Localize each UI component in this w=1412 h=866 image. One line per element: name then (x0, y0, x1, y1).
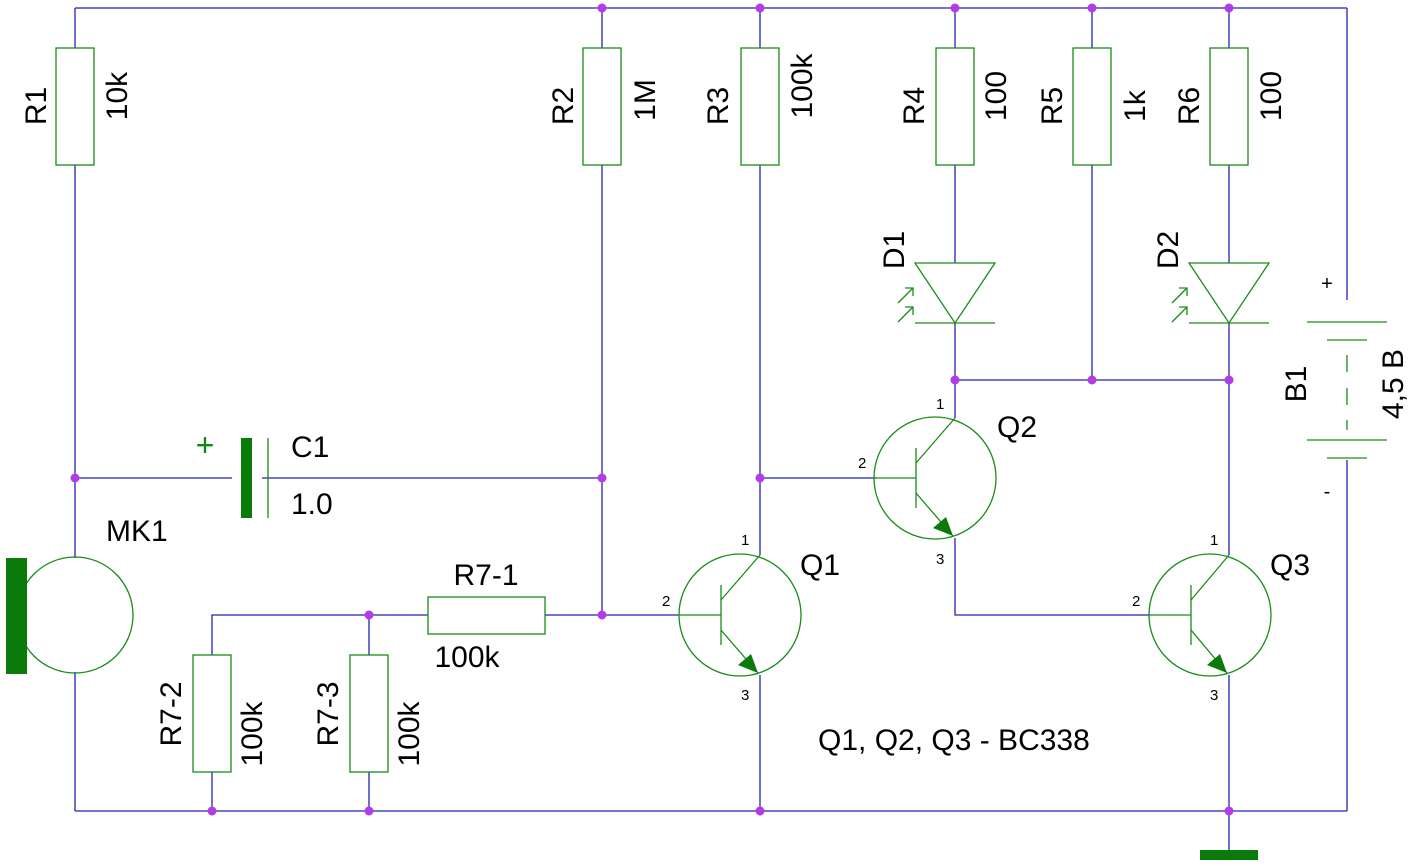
junction-dot (1087, 375, 1097, 385)
r1-ref: R1 (20, 87, 53, 125)
junction-dot (364, 806, 374, 816)
junction-dot (755, 473, 765, 483)
d2-light-arrows-icon (1171, 287, 1188, 323)
wire-r7-top (211, 614, 428, 655)
led-d2: D2 (1152, 231, 1271, 325)
transistor-q1: 1 2 3 Q1 (662, 532, 840, 704)
q3-ref: Q3 (1270, 549, 1310, 582)
q2-pin-2: 2 (858, 455, 866, 472)
q3-pin-1: 1 (1210, 532, 1218, 549)
junction-dot (950, 3, 960, 13)
r7-3-value: 100k (393, 700, 426, 766)
junction-dot (597, 473, 607, 483)
r4-value: 100 (980, 71, 1013, 121)
r7-3-ref: R7-3 (312, 681, 345, 746)
resistor-r4: R4 100 (898, 47, 1013, 166)
c1-ref: C1 (291, 431, 329, 464)
q1-pin-3: 3 (741, 687, 749, 704)
capacitor-c1: + C1 1.0 (196, 427, 333, 521)
junction-dot (597, 3, 607, 13)
junction-dot (1224, 375, 1234, 385)
junction-dot (755, 806, 765, 816)
junction-dot (1224, 3, 1234, 13)
r2-value: 1M (629, 79, 662, 121)
r4-ref: R4 (898, 87, 931, 125)
b1-ref: B1 (1280, 366, 1313, 403)
b1-plus-sign: + (1321, 273, 1333, 295)
r5-value: 1k (1119, 89, 1152, 122)
resistor-r3: R3 100k (702, 47, 819, 166)
r7-1-ref: R7-1 (453, 559, 518, 592)
resistor-r1: R1 10k (20, 47, 134, 166)
r6-value: 100 (1255, 71, 1288, 121)
resistor-r6: R6 100 (1173, 47, 1288, 166)
b1-value: 4,5 В (1377, 349, 1410, 419)
microphone-mk1: MK1 (6, 515, 168, 674)
resistor-r7-1: R7-1 100k (427, 559, 546, 674)
junction-dot (950, 375, 960, 385)
junction-dot (70, 473, 80, 483)
wire-q2-emitter (954, 538, 1150, 616)
c1-plus-sign: + (196, 427, 215, 463)
battery-b1: + - B1 4,5 В (1280, 273, 1410, 503)
transistor-note: Q1, Q2, Q3 - BC338 (818, 724, 1090, 757)
r5-ref: R5 (1036, 87, 1069, 125)
q1-emitter-arrow-icon (738, 654, 758, 673)
q2-ref: Q2 (997, 411, 1037, 444)
ground-symbol-icon (1200, 850, 1258, 860)
junction-dot (597, 610, 607, 620)
resistor-r7-3: R7-3 100k (312, 654, 426, 773)
junction-dot (364, 610, 374, 620)
r3-ref: R3 (702, 87, 735, 125)
q1-pin-1: 1 (741, 532, 749, 549)
mk1-ref: MK1 (106, 515, 168, 548)
q2-pin-3: 3 (936, 551, 944, 568)
q3-pin-2: 2 (1132, 593, 1140, 610)
q2-emitter-arrow-icon (933, 517, 953, 536)
r7-1-value: 100k (434, 641, 500, 674)
junction-dot (755, 3, 765, 13)
r7-2-ref: R7-2 (155, 681, 188, 746)
d1-light-arrows-icon (897, 287, 914, 323)
c1-value: 1.0 (291, 488, 333, 521)
transistor-q3: 1 2 3 Q3 (1132, 532, 1310, 704)
q2-pin-1: 1 (936, 396, 944, 413)
junction-dot (1224, 806, 1234, 816)
junction-dot (207, 806, 217, 816)
resistor-r7-2: R7-2 100k (155, 654, 269, 773)
resistor-r2: R2 1M (547, 47, 662, 166)
r3-value: 100k (786, 52, 819, 118)
b1-minus-sign: - (1324, 481, 1331, 503)
r7-2-value: 100k (236, 700, 269, 766)
q1-ref: Q1 (800, 549, 840, 582)
q1-pin-2: 2 (662, 593, 670, 610)
junction-dots (70, 3, 1234, 816)
transistor-q2: 1 2 3 Q2 (858, 396, 1037, 568)
d2-ref: D2 (1152, 231, 1185, 269)
led-d1: D1 (878, 231, 997, 325)
q3-pin-3: 3 (1210, 687, 1218, 704)
r6-ref: R6 (1173, 87, 1206, 125)
d1-ref: D1 (878, 231, 911, 269)
resistor-r5: R5 1k (1036, 47, 1152, 166)
r1-value: 10k (101, 71, 134, 120)
junction-dot (1087, 3, 1097, 13)
q3-emitter-arrow-icon (1207, 654, 1227, 673)
r2-ref: R2 (547, 87, 580, 125)
